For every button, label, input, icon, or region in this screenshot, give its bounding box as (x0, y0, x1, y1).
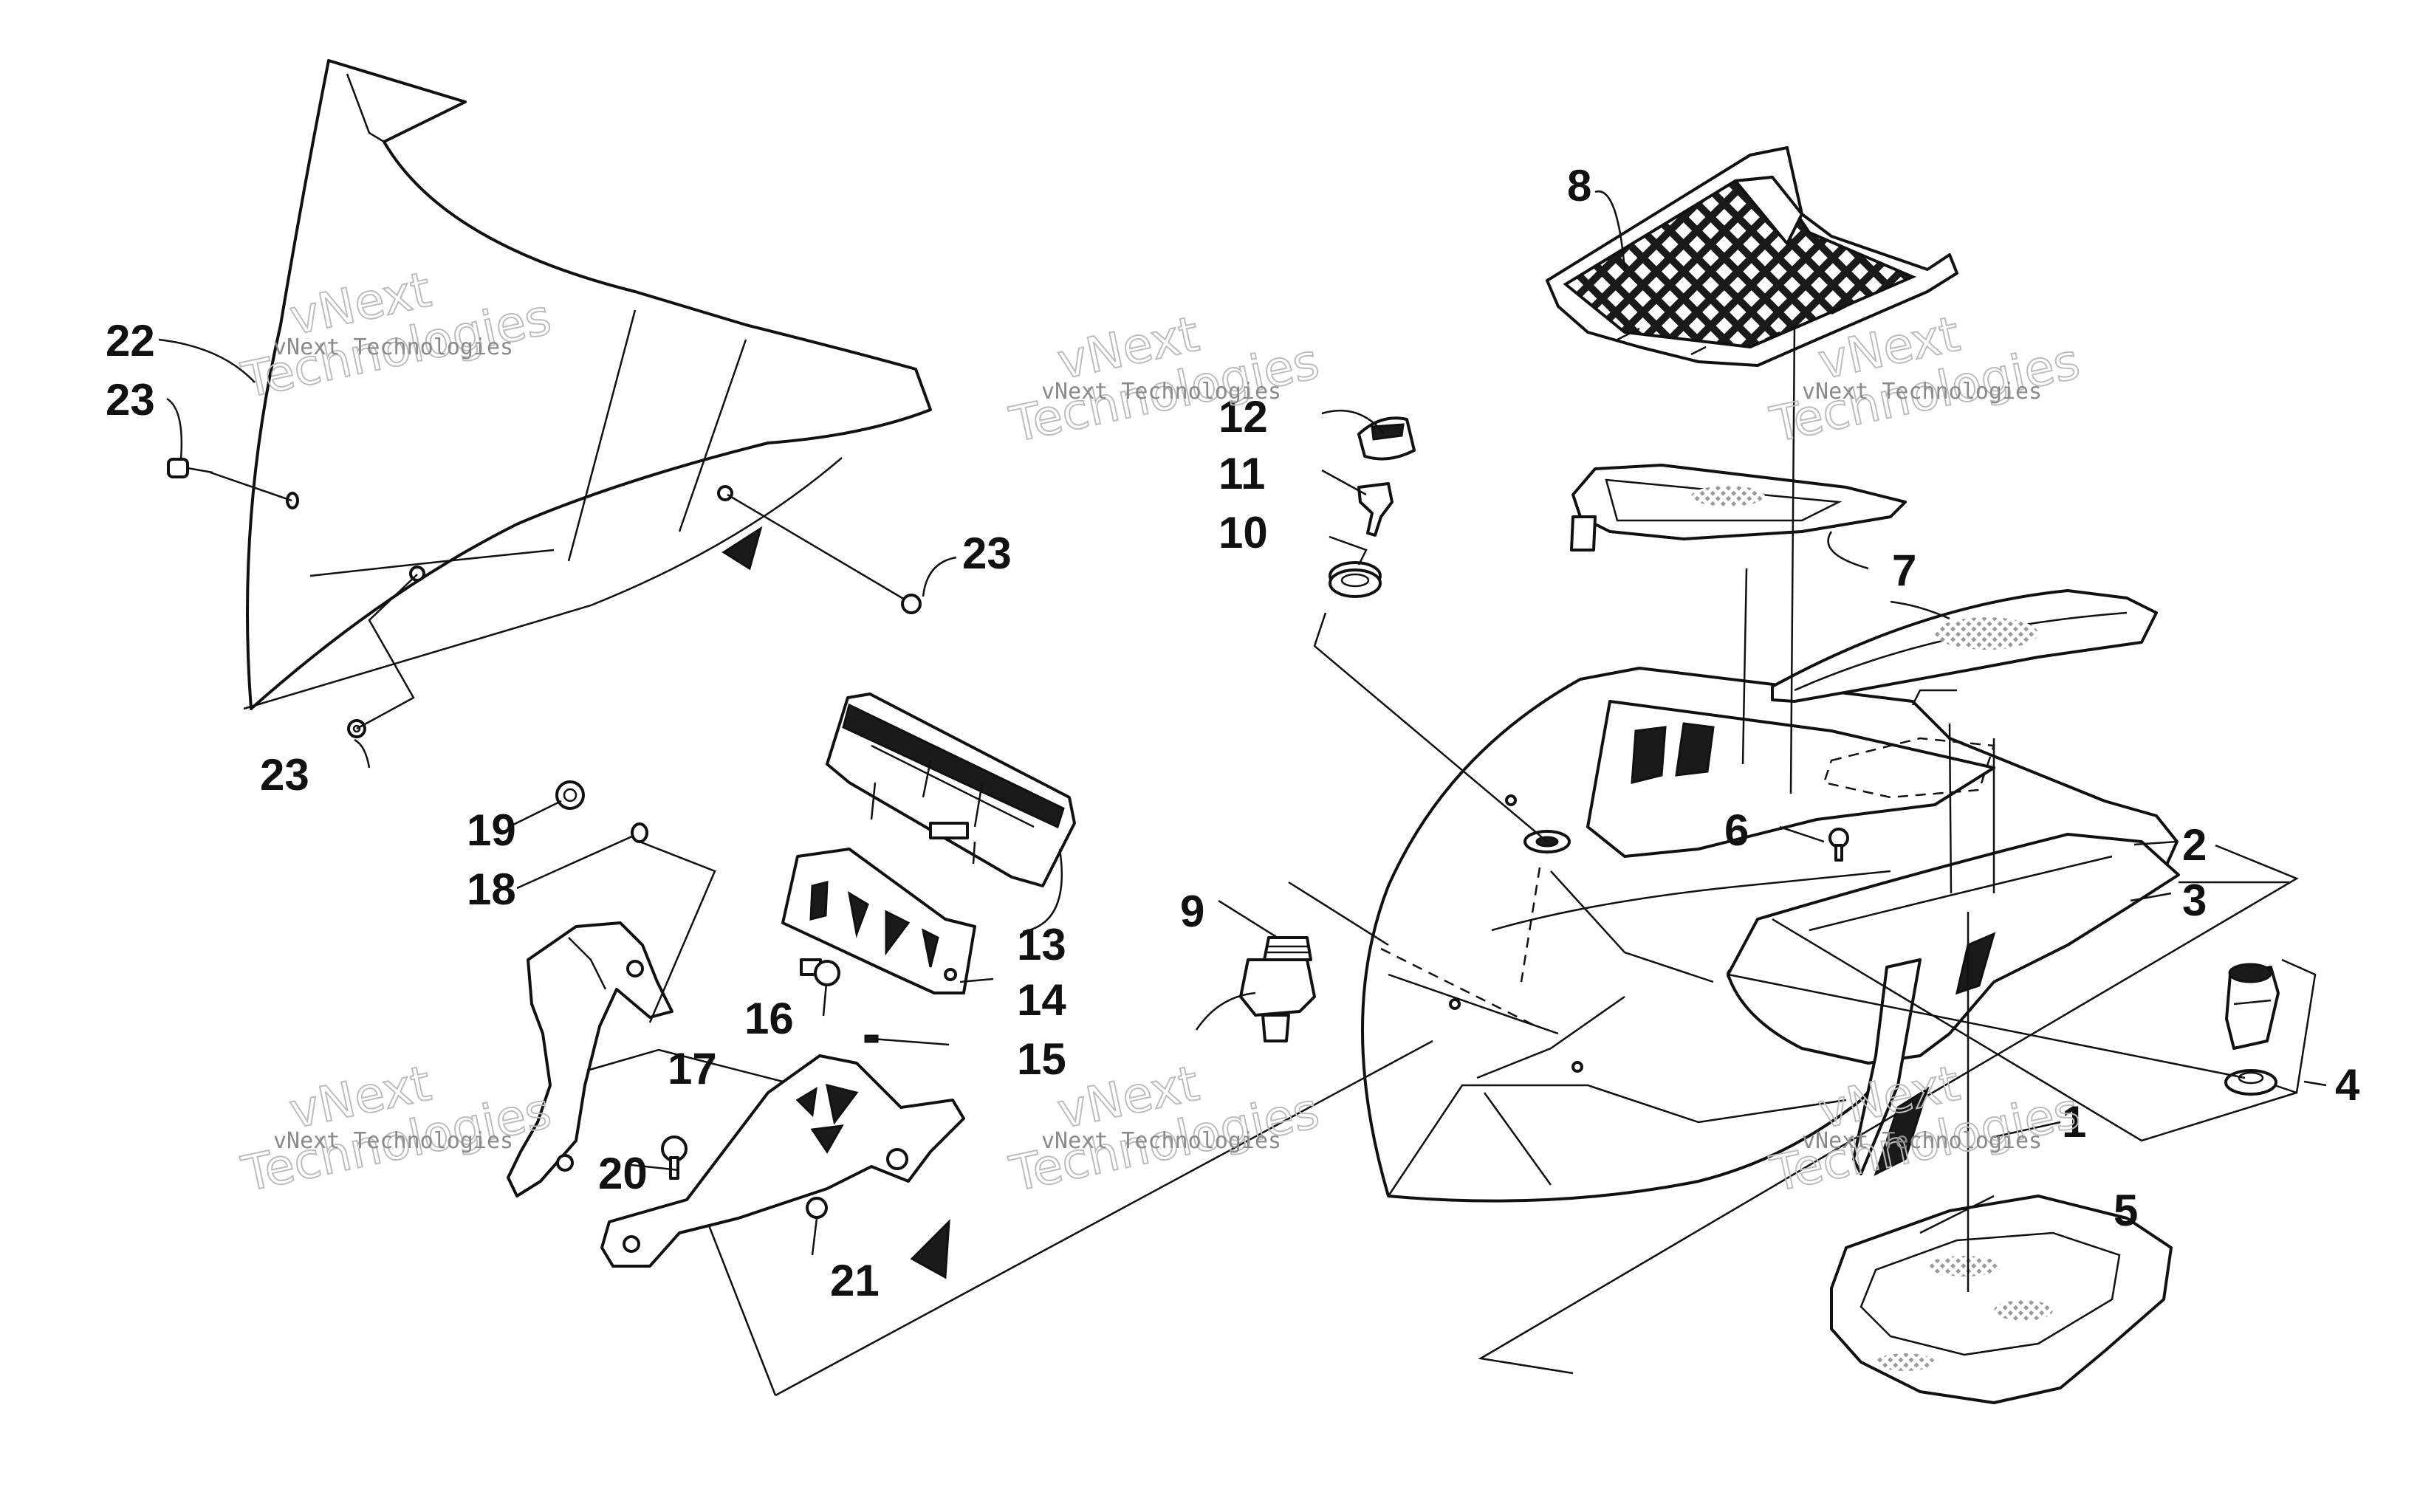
callout-18: 18 (467, 865, 516, 914)
callout-8: 8 (1567, 161, 1591, 210)
mount-bracket-17b (600, 1054, 965, 1268)
watermark-2: vNext Technologies vNext Technologies (1004, 305, 1325, 455)
callout-15: 15 (1017, 1034, 1066, 1084)
callout-16: 16 (744, 994, 794, 1043)
nut-21 (806, 1197, 828, 1219)
callout-14: 14 (1017, 975, 1066, 1025)
callout-6: 6 (1724, 805, 1749, 855)
callout-22: 22 (106, 316, 155, 365)
callout-11: 11 (1218, 449, 1265, 498)
callout-7: 7 (1892, 546, 1916, 595)
callout-23-bottom: 23 (260, 750, 309, 800)
callout-1: 1 (2062, 1097, 2086, 1147)
callout-23-left: 23 (106, 375, 155, 425)
ignition-key-11 (1357, 482, 1394, 537)
screw-6 (1828, 828, 1849, 862)
callout-17: 17 (668, 1044, 717, 1093)
power-outlet-4 (2224, 963, 2280, 1096)
storage-rack-8 (1546, 146, 1958, 367)
instrument-bracket-14 (781, 848, 976, 994)
callout-9: 9 (1180, 887, 1204, 936)
callout-2: 2 (2182, 820, 2207, 870)
callout-10: 10 (1218, 508, 1268, 557)
svg-text:vNext Technologies: vNext Technologies (1802, 379, 2042, 405)
svg-text:vNext Technologies: vNext Technologies (1041, 379, 1281, 405)
windshield-screw-23a (167, 458, 213, 478)
ignition-switch-10 (1329, 561, 1382, 598)
callout-19: 19 (467, 805, 516, 855)
callout-5: 5 (2114, 1186, 2138, 1235)
svg-text:vNext Technologies: vNext Technologies (1802, 1128, 2042, 1154)
washer-18 (631, 822, 648, 843)
side-panel-2-3 (1727, 833, 2180, 1176)
callout-21: 21 (830, 1256, 880, 1305)
bolt-20 (661, 1135, 688, 1180)
callout-labels: 22 23 23 23 19 18 13 14 16 15 17 20 21 1… (106, 161, 2360, 1305)
vent-grille-7b (1771, 589, 2158, 706)
windshield-screw-23b (901, 594, 922, 614)
callout-4: 4 (2335, 1060, 2360, 1110)
hood-plate-outline (1823, 737, 1995, 799)
callout-12: 12 (1218, 392, 1268, 441)
watermark-1: vNext Technologies vNext Technologies (236, 261, 557, 410)
bolt-16 (800, 958, 840, 986)
svg-text:vNext Technologies: vNext Technologies (273, 334, 513, 360)
callout-20: 20 (598, 1149, 648, 1198)
mount-bracket-17a (507, 921, 673, 1197)
callout-13: 13 (1017, 920, 1066, 969)
switch-9 (1239, 936, 1316, 1042)
watermark-group: vNext Technologies vNext Technologies vN… (236, 261, 2085, 1204)
nut-19 (555, 780, 585, 810)
callout-3: 3 (2182, 876, 2207, 925)
svg-text:vNext Technologies: vNext Technologies (273, 1128, 513, 1154)
mat-5 (1830, 1195, 2173, 1404)
arrow-mark (910, 1219, 950, 1279)
speedometer-part-13 (826, 693, 1076, 887)
watermark-4: vNext Technologies vNext Technologies (236, 1054, 557, 1204)
ignition-cap-12 (1357, 416, 1416, 461)
leader-lines (158, 190, 2327, 1397)
svg-text:vNext Technologies: vNext Technologies (1041, 1128, 1281, 1154)
vent-grille-7a (1570, 464, 1907, 551)
callout-23-right: 23 (962, 529, 1012, 578)
